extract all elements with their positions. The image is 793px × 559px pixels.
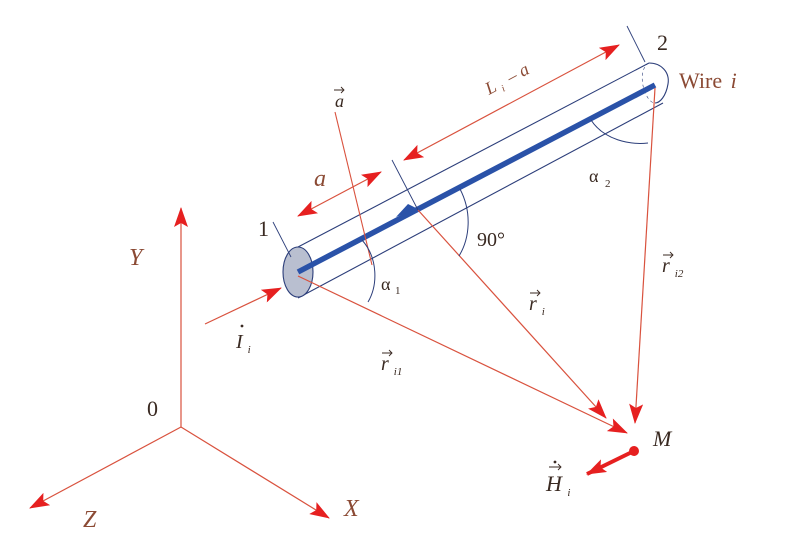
right-angle-label: 90° [477, 229, 505, 251]
vector-r-i [417, 209, 607, 419]
vector-r-i1 [297, 275, 628, 434]
alpha2-label: α 2 [589, 166, 610, 190]
dim-a-line [297, 171, 382, 217]
alpha1-symbol: α [381, 274, 391, 294]
axis-x-label: X [343, 496, 360, 522]
current-input-arrow [204, 287, 282, 325]
length-rest-sub: i [500, 83, 508, 94]
alpha2-arc [590, 119, 649, 144]
point-2-label: 2 [657, 30, 668, 55]
current-sub: i [248, 344, 251, 356]
wire-label: Wire i [679, 68, 737, 93]
dim-rest-line [403, 44, 620, 161]
axis-x-line [180, 426, 330, 519]
alpha1-sub: 1 [395, 285, 401, 297]
r-i-label: r i [529, 289, 545, 318]
r-i-sub: i [542, 306, 545, 318]
origin-label: 0 [147, 396, 158, 421]
point-M-label: M [652, 426, 673, 451]
length-rest-minus: – a [502, 59, 532, 88]
wire-label-text: Wire [679, 68, 722, 93]
svg-text:L i – a: L i – a [481, 59, 535, 103]
r-i1-symbol: r [381, 353, 389, 375]
svg-text:r i1: r i1 [381, 353, 402, 378]
cylinder-end-2 [648, 62, 669, 104]
current-label: I i [235, 324, 251, 356]
field-H-label: H i [545, 460, 570, 499]
vec-a-label: a [334, 86, 345, 111]
field-H-sub: i [567, 487, 570, 499]
field-H-symbol: H [545, 471, 563, 496]
cylinder-top-edge [297, 62, 650, 248]
svg-text:r i2: r i2 [662, 255, 684, 280]
current-dot-mark [240, 324, 244, 328]
alpha2-sub: 2 [605, 178, 611, 190]
alpha1-label: α 1 [381, 274, 400, 297]
r-i2-label: r i2 [662, 251, 684, 280]
vector-a-line [334, 111, 373, 266]
current-symbol: I [235, 331, 244, 353]
svg-text:r i: r i [529, 293, 545, 318]
field-H-arrow [586, 449, 635, 476]
alpha1-arc [361, 239, 376, 303]
angle-arcs [361, 119, 649, 303]
wire-label-index: i [731, 68, 737, 93]
position-vectors [297, 87, 656, 434]
vector-r-i2 [629, 87, 656, 424]
r-i1-sub: i1 [394, 366, 403, 378]
current-direction-arrow [396, 204, 418, 217]
field-H-arrow-mark [549, 463, 562, 471]
field-H-dot-mark [553, 460, 557, 464]
r-i1-arrow-mark [382, 349, 393, 357]
r-i-symbol: r [529, 293, 537, 315]
length-a-label: a [314, 166, 326, 192]
vec-a-arrow-mark [334, 86, 345, 94]
right-angle-arc [458, 188, 469, 257]
r-i2-symbol: r [662, 255, 670, 277]
length-rest-label: L i – a [481, 59, 535, 103]
r-i1-label: r i1 [381, 349, 402, 378]
cylinder-bottom-edge [297, 102, 664, 299]
ext-line-2 [626, 25, 646, 63]
svg-text:H i: H i [545, 471, 570, 499]
axis-z-label: Z [83, 507, 97, 533]
ext-line-mid [391, 159, 419, 211]
r-i2-arrow-mark [663, 251, 674, 259]
point-1-label: 1 [258, 216, 269, 241]
axis-z-line [29, 426, 182, 509]
r-i-arrow-mark [530, 289, 541, 297]
dimension-lines [272, 25, 646, 258]
svg-text:a: a [335, 91, 344, 111]
coordinate-axes [29, 207, 330, 519]
ext-line-1 [272, 221, 292, 258]
svg-text:I i: I i [235, 331, 251, 356]
r-i2-sub: i2 [675, 268, 684, 280]
length-rest-L: L [481, 76, 500, 99]
axis-y-label: Y [129, 245, 145, 271]
alpha2-symbol: α [589, 166, 599, 186]
